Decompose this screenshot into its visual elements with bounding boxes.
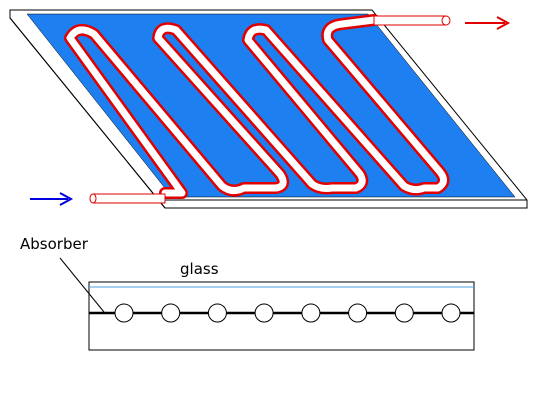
collector-panel — [9, 9, 528, 209]
serpentine-pipe — [64, 14, 450, 199]
tube-row — [114, 303, 461, 323]
inlet-pipe — [89, 193, 166, 204]
absorber-label: Absorber — [20, 235, 89, 253]
collector-box — [88, 281, 475, 351]
tube-5 — [301, 303, 321, 323]
outlet-arrow-icon — [465, 16, 511, 30]
cross-section — [88, 281, 475, 351]
tube-7 — [394, 303, 414, 323]
tube-2 — [161, 303, 181, 323]
glass-label: glass — [180, 260, 219, 278]
inlet-arrow-icon — [30, 192, 74, 206]
tube-3 — [207, 303, 227, 323]
tube-4 — [254, 303, 274, 323]
tube-8 — [441, 303, 461, 323]
absorber-leader-line — [59, 257, 105, 313]
outlet-pipe — [373, 15, 451, 26]
tube-1 — [114, 303, 134, 323]
tube-6 — [348, 303, 368, 323]
